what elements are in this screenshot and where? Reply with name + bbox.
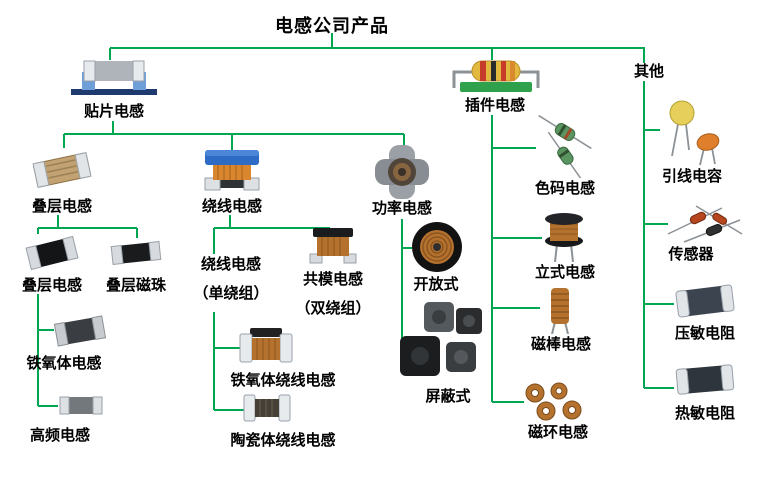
multilayer-inductor-image [30,146,94,194]
high-freq-inductor-label: 高频电感 [29,427,91,444]
wirewound-single-label-line1: 绕线电感 [200,256,262,273]
smd-inductor-image [70,56,158,100]
vertical-inductor-label: 立式电感 [534,264,596,281]
ferrite-wirewound-label: 铁氧体绕线电感 [230,372,336,389]
common-mode-label-line2: （双绕组） [295,300,371,317]
varistor-image [672,280,738,322]
power-inductor-image [373,144,431,200]
multilayer-inductor2-image [25,230,79,276]
wirewound-single-label-line2: （单绕组） [193,285,269,302]
color-code-inductor-image [534,112,596,181]
vertical-inductor-image [540,210,588,263]
open-type-label: 开放式 [413,276,459,293]
power-inductor-label: 功率电感 [371,200,433,217]
thermistor-image [672,360,738,400]
ferrite-wirewound-image [238,326,294,366]
multilayer-bead-image [109,236,163,270]
rod-inductor-label: 磁棒电感 [530,336,592,353]
other-category-label: 其他 [633,63,665,80]
rod-inductor-image [538,286,582,335]
diagram-title: 电感公司产品 [275,16,389,36]
common-mode-label-line1: 共模电感 [302,271,364,288]
multilayer-bead-label: 叠层磁珠 [105,277,167,294]
ceramic-wirewound-image [242,390,292,426]
common-mode-choke-image [307,226,359,264]
sensor-image [666,200,744,244]
shielded-type-inductor-image [398,300,486,380]
lead-capacitor-label: 引线电容 [661,168,723,185]
multilayer-inductor-label: 叠层电感 [31,198,93,215]
tht-inductor-label: 插件电感 [464,97,526,114]
ring-inductor-label: 磁环电感 [527,424,589,441]
ferrite-inductor-image [52,310,108,352]
ferrite-inductor-label: 铁氧体电感 [26,355,102,372]
tht-inductor-image [450,58,542,96]
shielded-type-label: 屏蔽式 [425,388,471,405]
wirewound-inductor-image [201,148,263,194]
multilayer-inductor2-label: 叠层电感 [21,277,83,294]
wirewound-inductor-label: 绕线电感 [201,198,263,215]
high-freq-inductor-image [56,388,106,422]
ring-inductor-image [522,382,592,422]
varistor-label: 压敏电阻 [674,325,736,342]
sensor-label: 传感器 [668,246,714,263]
ceramic-wirewound-label: 陶瓷体绕线电感 [230,432,336,449]
open-type-inductor-image [410,220,464,274]
lead-capacitor-image [658,98,726,166]
color-code-inductor-label: 色码电感 [534,180,596,197]
thermistor-label: 热敏电阻 [674,405,736,422]
smd-inductor-label: 贴片电感 [83,103,145,120]
